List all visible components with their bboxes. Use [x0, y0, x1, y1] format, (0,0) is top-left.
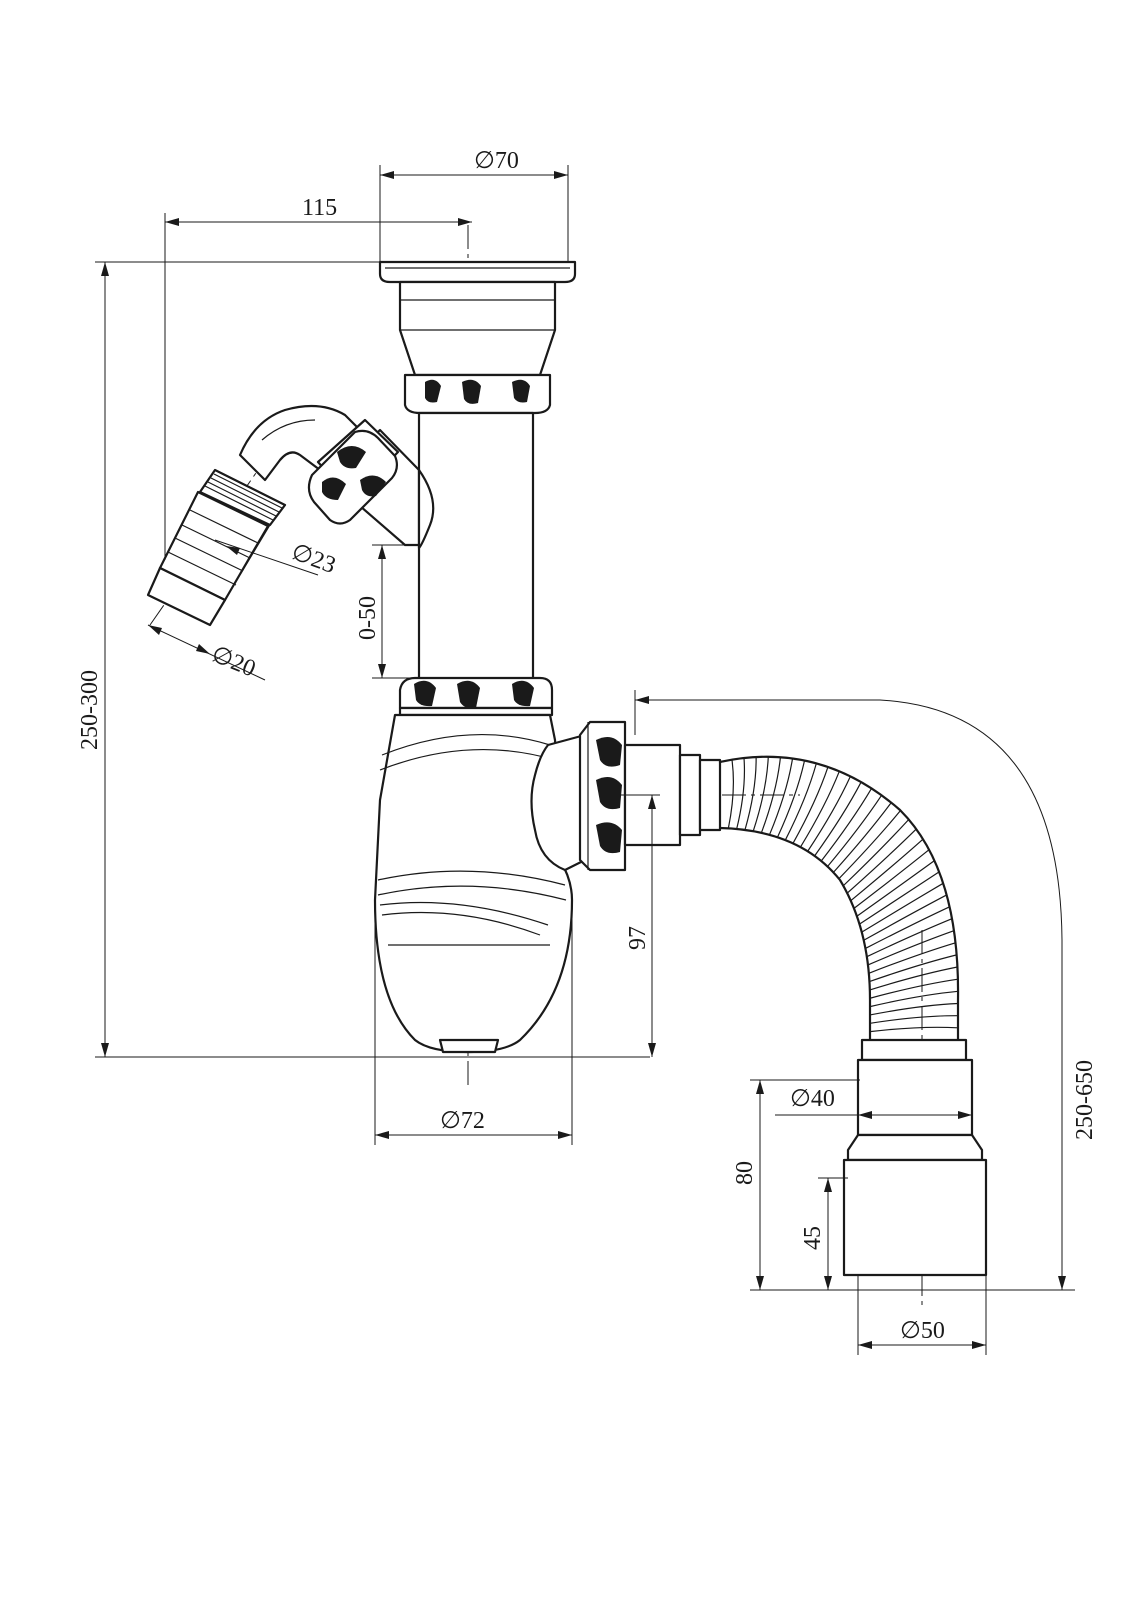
upper-nut	[403, 373, 552, 415]
label-total-height: 250-300	[77, 670, 103, 750]
hose-rib	[846, 828, 917, 894]
label-trap-diameter: ∅72	[440, 1108, 485, 1134]
label-flex-length: 250-650	[1072, 1060, 1098, 1140]
hose-rib	[838, 810, 901, 880]
hose-rib	[869, 990, 959, 1008]
hose-nipple	[146, 468, 287, 627]
label-offset-width: 115	[302, 195, 337, 221]
label-socket-depth: 45	[800, 1226, 826, 1250]
hose-rib	[856, 860, 935, 917]
hose-rib	[853, 849, 930, 909]
hose-rib	[867, 930, 955, 966]
hose-rib	[869, 1026, 959, 1033]
label-socket-diameter: ∅50	[900, 1318, 945, 1344]
outlet-connector	[530, 720, 722, 872]
hose-rib	[869, 978, 958, 999]
hose-rib	[744, 757, 757, 831]
hose-rib	[727, 759, 735, 829]
hose-rib	[814, 781, 862, 857]
hose-rib	[760, 757, 782, 834]
hose-rib	[792, 766, 829, 844]
hose-rib	[869, 954, 957, 983]
hose-rib	[807, 776, 851, 852]
dimension-lines	[95, 165, 1075, 1355]
trap-bowl	[373, 713, 574, 1054]
hose-rib	[768, 758, 794, 836]
label-branch-adjust: 0-50	[355, 596, 381, 640]
label-hose-nipple-inner: ∅20	[208, 641, 259, 682]
flex-hose	[718, 755, 960, 1042]
label-outlet-height: 97	[625, 926, 651, 950]
hose-rib	[736, 757, 746, 830]
hose-rib	[842, 819, 910, 887]
hose-rib	[832, 802, 892, 873]
label-top-diameter: ∅70	[474, 148, 519, 174]
hose-rib	[869, 966, 958, 991]
hose-rib	[752, 756, 769, 832]
hose-rib	[799, 771, 840, 848]
hose-rib	[850, 838, 924, 902]
hose-rib	[868, 942, 956, 974]
hose-rib	[861, 882, 944, 933]
vertical-pipe	[417, 411, 535, 692]
upper-cone	[398, 280, 557, 377]
hose-rib	[827, 794, 883, 867]
hose-elbow	[238, 404, 400, 525]
hose-rib	[776, 760, 806, 838]
hose-rib	[869, 1002, 959, 1016]
middle-nut	[398, 676, 554, 717]
hose-rib	[869, 1015, 959, 1024]
hose-rib	[863, 894, 947, 941]
hose-rib	[866, 918, 953, 958]
label-flex-outlet-diameter: ∅40	[790, 1086, 835, 1112]
lower-outlet	[842, 1038, 988, 1277]
hose-rib	[859, 871, 940, 925]
top-flange	[378, 260, 577, 284]
hose-rib	[820, 788, 873, 862]
hose-rib	[865, 906, 950, 949]
hose-rib	[784, 763, 817, 841]
label-outlet-length: 80	[732, 1161, 758, 1185]
